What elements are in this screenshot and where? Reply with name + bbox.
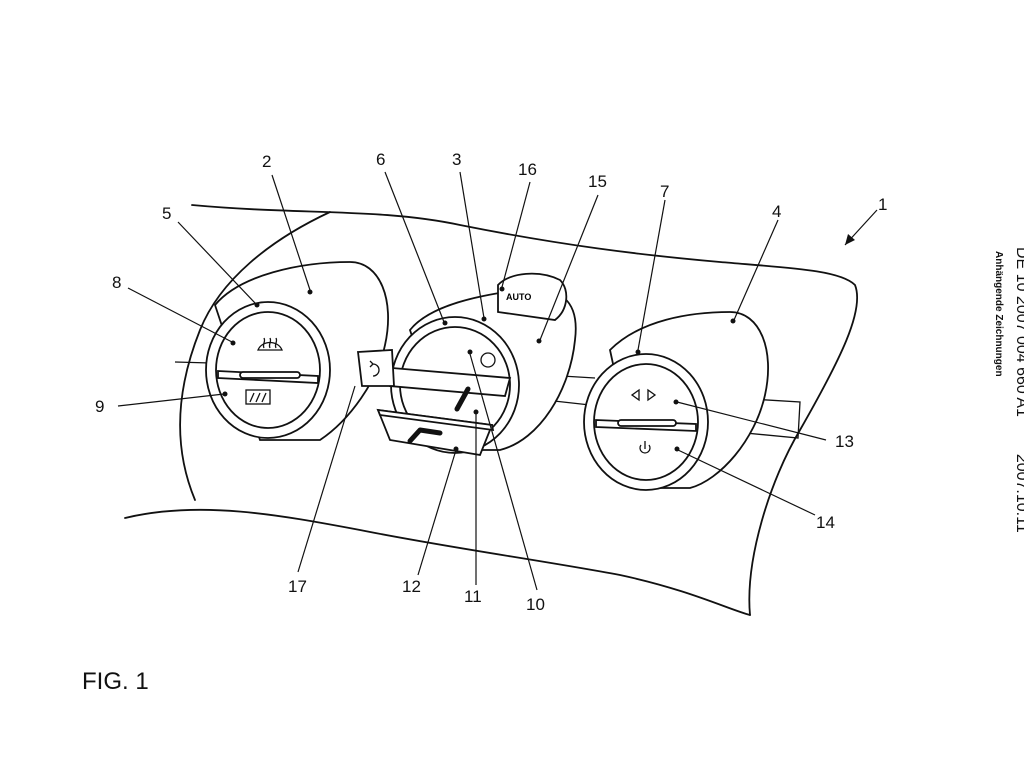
publication-number: DE 10 2007 004 660 A1 <box>1013 247 1024 417</box>
ref-numeral-8: 8 <box>112 273 121 292</box>
mode-angle-icon <box>407 427 443 444</box>
ref-numeral-9: 9 <box>95 397 104 416</box>
leader-lines <box>117 171 878 591</box>
publication-header: DE 10 2007 004 660 A1 2007.10.11 Anhänge… <box>970 247 1024 547</box>
ref-numeral-16: 16 <box>518 160 537 179</box>
left-knob <box>205 261 389 441</box>
reference-numerals: 2 5 8 9 6 3 16 15 7 4 1 13 14 17 12 11 1… <box>95 150 887 614</box>
auto-button[interactable]: AUTO <box>497 272 568 321</box>
drawings-subtitle: Anhängende Zeichnungen <box>993 251 1004 377</box>
ref-numeral-1: 1 <box>878 195 887 214</box>
publication-date: 2007.10.11 <box>1013 453 1024 533</box>
circle-mode-icon <box>480 352 496 368</box>
mode-slash-icon <box>454 386 471 412</box>
auto-label: AUTO <box>506 292 531 302</box>
ref-numeral-13: 13 <box>835 432 854 451</box>
ref-numeral-15: 15 <box>588 172 607 191</box>
right-knob <box>583 311 769 491</box>
ref-numeral-14: 14 <box>816 513 835 532</box>
recirculation-icon <box>369 360 380 377</box>
ref-numeral-10: 10 <box>526 595 545 614</box>
ref-numeral-6: 6 <box>376 150 385 169</box>
ref-numeral-7: 7 <box>660 182 669 201</box>
ref-numeral-11: 11 <box>464 587 482 606</box>
recirculation-button[interactable] <box>356 349 395 387</box>
figure-label: FIG. 1 <box>82 668 149 695</box>
ref-numeral-4: 4 <box>772 202 781 221</box>
ref-numeral-17: 17 <box>288 577 307 596</box>
ref-numeral-12: 12 <box>402 577 421 596</box>
fan-direction-arrows-icon <box>630 388 657 402</box>
rear-window-defrost-icon <box>245 389 271 405</box>
ref-numeral-3: 3 <box>452 150 461 169</box>
power-icon <box>639 441 651 454</box>
ref-numeral-5: 5 <box>162 204 171 223</box>
ref-numeral-2: 2 <box>262 152 271 171</box>
windshield-defrost-icon <box>257 337 283 351</box>
